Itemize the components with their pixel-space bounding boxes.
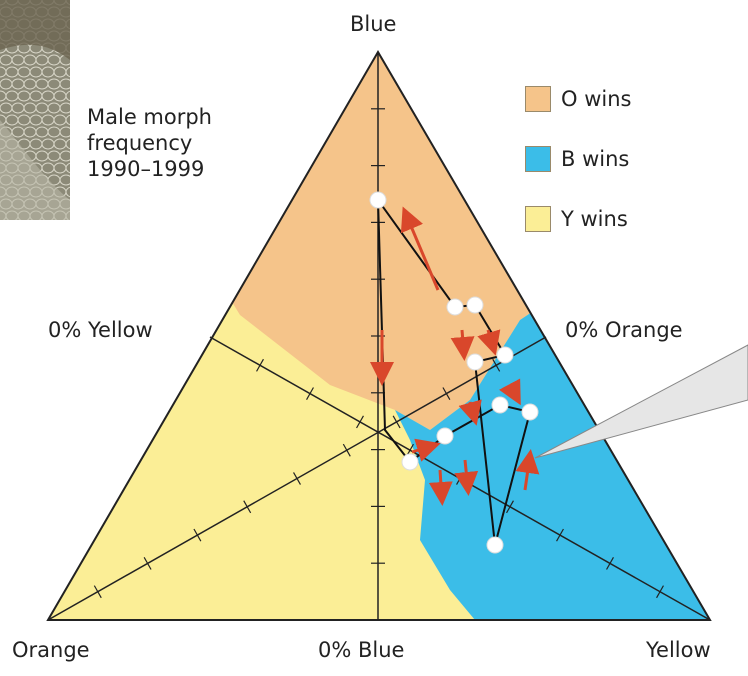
axis-tick [143,557,152,570]
scale-shape [65,114,70,126]
axis-tick [656,585,664,599]
axis-tick [606,557,614,570]
axis-tick [392,415,401,429]
arrow [450,329,475,361]
arrow [400,206,440,291]
scale-shape [65,186,70,198]
scale-shape [59,102,70,114]
scale-shape [59,126,70,138]
vertex-label-yellow: Yellow [646,638,711,662]
blue-region [395,290,710,620]
triangle-outline [46,50,712,621]
axis-tick [293,472,301,485]
axis-tick [492,358,501,372]
arrow [411,438,441,462]
data-point [466,296,484,314]
axis-tick [243,500,252,514]
edge-label-zero-orange: 0% Orange [565,318,683,342]
scale-shape [65,162,70,174]
scale-shape [65,138,70,150]
caption-line: Male morph [87,105,212,129]
arrow [515,449,540,491]
caption-line: 1990–1999 [87,157,205,181]
legend-item-orange: O wins [525,86,631,112]
data-point [521,403,539,421]
axis-tick [356,415,364,429]
scale-shape [59,150,70,162]
chart-caption: Male morph frequency 1990–1999 [87,104,212,182]
axis-tick [306,387,314,400]
lizard-skin-photo [0,0,70,220]
legend-swatch [525,86,551,112]
vertex-label-blue: Blue [350,12,397,36]
callout-pointer [534,344,748,459]
legend-label: Y wins [561,207,628,231]
arrow [454,459,479,496]
caption-line: frequency [87,131,193,155]
axis-tick [556,528,564,542]
axis-tick [256,358,264,372]
edge-label-zero-blue: 0% Blue [318,638,405,662]
axis-tick [442,387,451,400]
legend-item-blue: B wins [525,146,629,172]
legend-label: O wins [561,87,632,111]
data-point [401,453,419,471]
data-point [466,353,484,371]
data-point [436,427,454,445]
legend-item-yellow: Y wins [525,206,628,232]
scale-shape [59,174,70,186]
axis-tick [342,443,351,457]
data-point [446,298,464,316]
arrow [498,378,521,406]
axis-tick [506,500,514,514]
scale-shape [65,90,70,102]
data-points [369,191,539,554]
data-point [369,191,387,209]
axis-tick [93,585,102,599]
edge-label-zero-yellow: 0% Yellow [48,318,153,342]
data-point [491,396,509,414]
direction-arrows [370,206,540,506]
legend-label: B wins [561,147,630,171]
arrow [428,469,453,506]
arrow [458,399,482,426]
data-point [486,536,504,554]
data-point [496,346,514,364]
orange-region [200,52,565,430]
arrow [477,329,501,356]
vertex-label-orange: Orange [12,638,90,662]
scale-shape [65,66,70,78]
legend-swatch [525,146,551,172]
scale-shape [59,78,70,90]
legend-swatch [525,206,551,232]
axis-tick [193,528,202,542]
